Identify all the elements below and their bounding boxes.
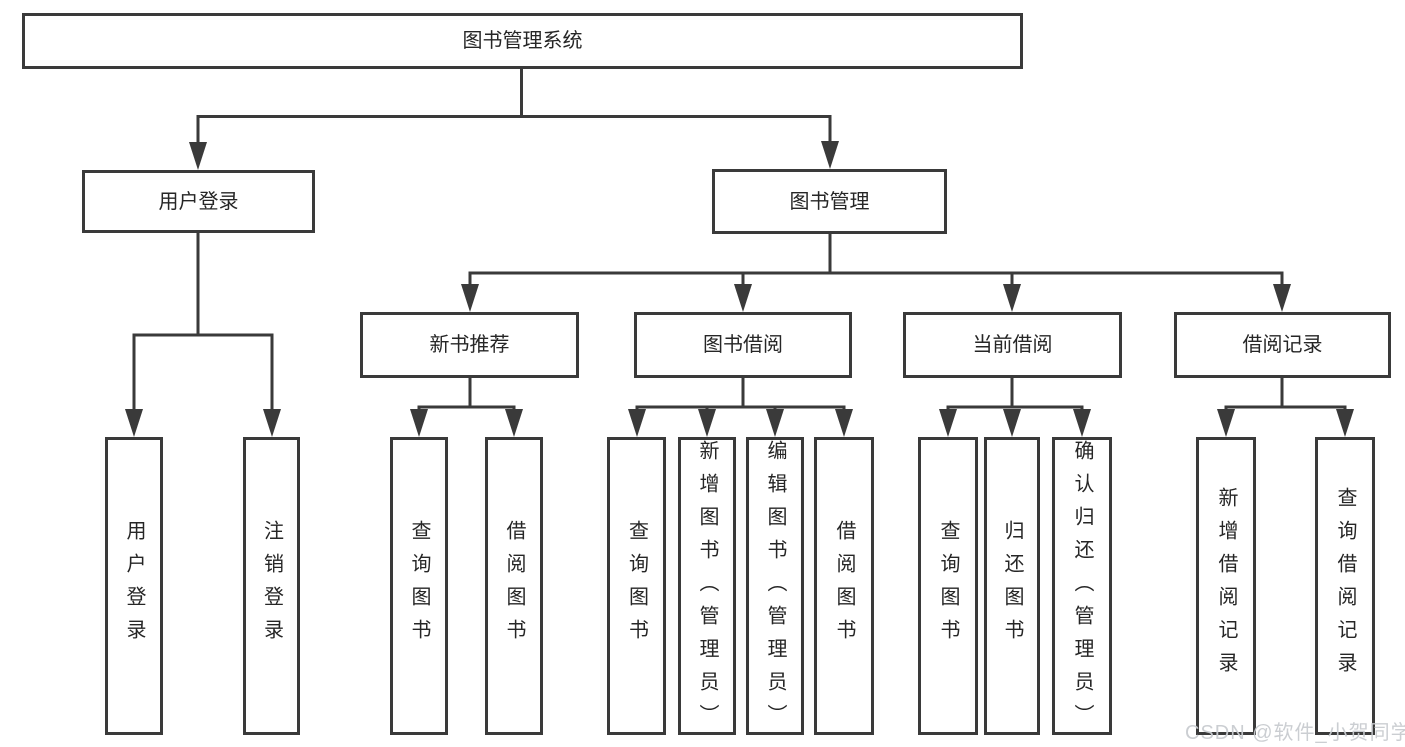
leaf-logout: 注销登录 <box>243 437 300 735</box>
node-book-mgmt: 图书管理 <box>712 169 947 234</box>
leaf-add-book-admin: 新增图书（管理员） <box>678 437 736 737</box>
arrowheads <box>125 141 1354 437</box>
leaf-borrow-books-rec: 借阅图书 <box>485 437 543 735</box>
leaf-query-books-rec: 查询图书 <box>390 437 448 735</box>
leaf-query-books-current: 查询图书 <box>918 437 978 735</box>
node-user-login: 用户登录 <box>82 170 315 233</box>
leaf-user-login: 用户登录 <box>105 437 163 735</box>
leaf-borrow-books: 借阅图书 <box>814 437 874 735</box>
node-module-book-borrow: 图书借阅 <box>634 312 852 378</box>
leaf-return-book: 归还图书 <box>984 437 1040 735</box>
leaf-confirm-return-admin: 确认归还（管理员） <box>1052 437 1112 737</box>
leaf-query-borrow-record: 查询借阅记录 <box>1315 437 1375 735</box>
watermark: CSDN @软件_小贺同学 <box>1185 722 1405 744</box>
leaf-add-borrow-record: 新增借阅记录 <box>1196 437 1256 735</box>
node-root: 图书管理系统 <box>22 13 1023 69</box>
leaf-query-books-borrow: 查询图书 <box>607 437 666 735</box>
leaf-edit-book-admin: 编辑图书（管理员） <box>746 437 804 737</box>
node-module-borrow-records: 借阅记录 <box>1174 312 1391 378</box>
node-module-new-book-rec: 新书推荐 <box>360 312 579 378</box>
node-module-current-borrow: 当前借阅 <box>903 312 1122 378</box>
